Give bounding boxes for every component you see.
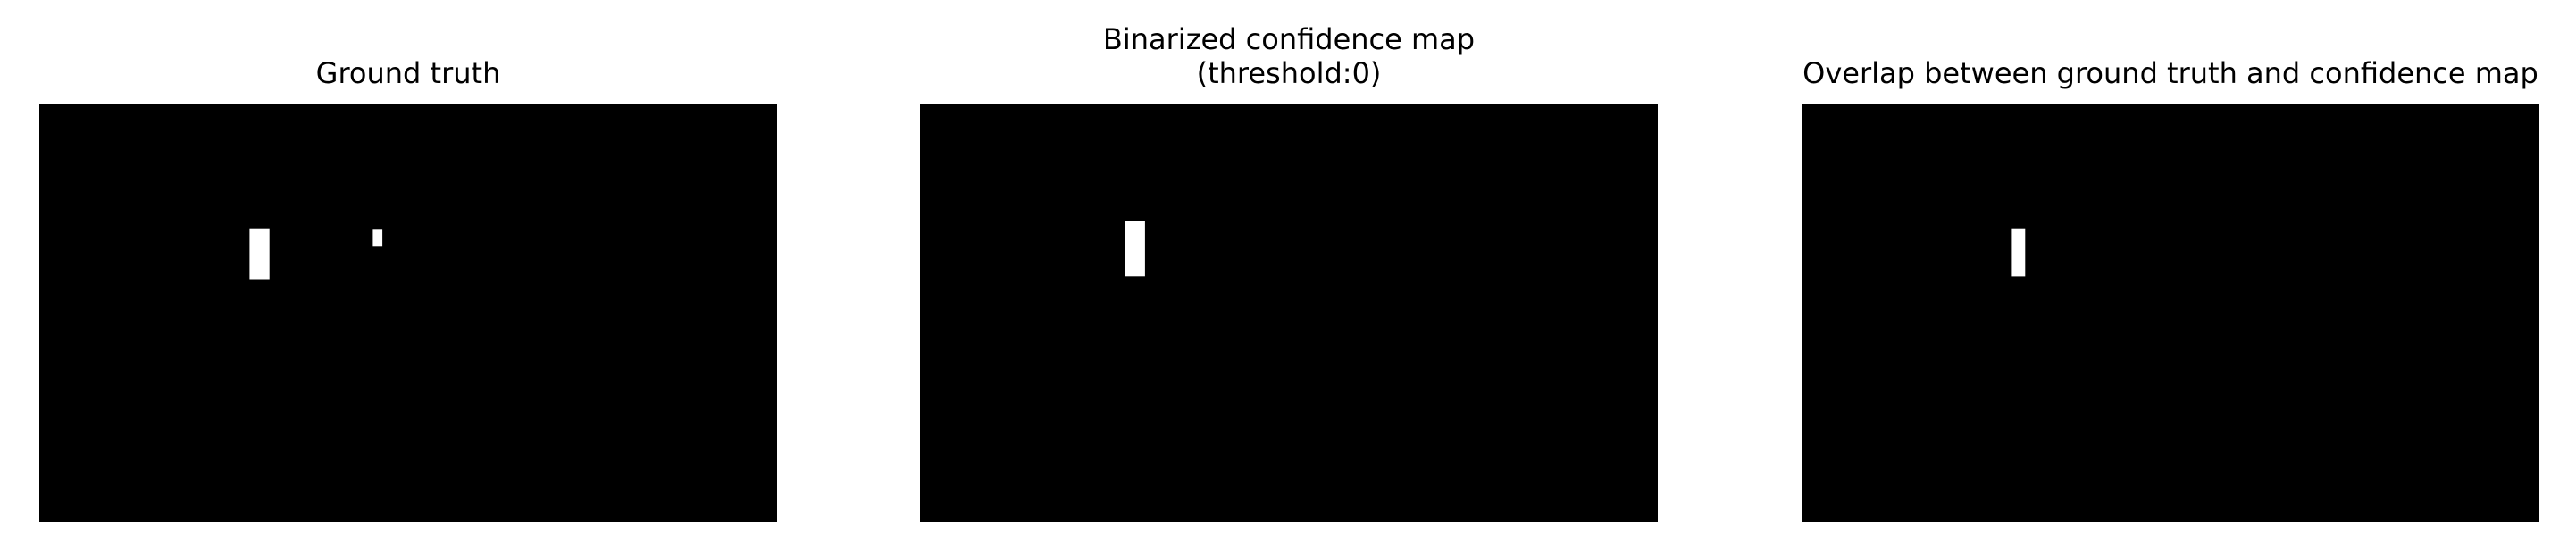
overlap-map bbox=[1802, 104, 2539, 522]
ground-truth-map bbox=[39, 104, 777, 522]
ground-truth-region-1 bbox=[249, 228, 270, 280]
panel-title-overlap: Overlap between ground truth and confide… bbox=[1712, 56, 2576, 90]
overlap-region-1 bbox=[2011, 228, 2026, 277]
binarized-map-region-1 bbox=[1125, 221, 1145, 277]
binarized-confidence-map-svg bbox=[920, 104, 1658, 522]
binarized-confidence-map bbox=[920, 104, 1658, 522]
overlap-background bbox=[1802, 104, 2539, 522]
panel-title-binarized-map: Binarized confidence map (threshold:0) bbox=[920, 22, 1658, 90]
overlap-map-svg bbox=[1802, 104, 2539, 522]
ground-truth-background bbox=[39, 104, 777, 522]
panel-title-overlap-text: Overlap between ground truth and confide… bbox=[1802, 56, 2538, 90]
panel-title-ground-truth-text: Ground truth bbox=[315, 56, 501, 90]
panel-title-binarized-map-line-2: (threshold:0) bbox=[1196, 56, 1382, 90]
panel-title-ground-truth: Ground truth bbox=[39, 56, 777, 90]
ground-truth-region-2 bbox=[372, 229, 383, 247]
ground-truth-map-svg bbox=[39, 104, 777, 522]
binarized-map-background bbox=[920, 104, 1658, 522]
panel-title-binarized-map-line-1: Binarized confidence map bbox=[1102, 22, 1476, 56]
